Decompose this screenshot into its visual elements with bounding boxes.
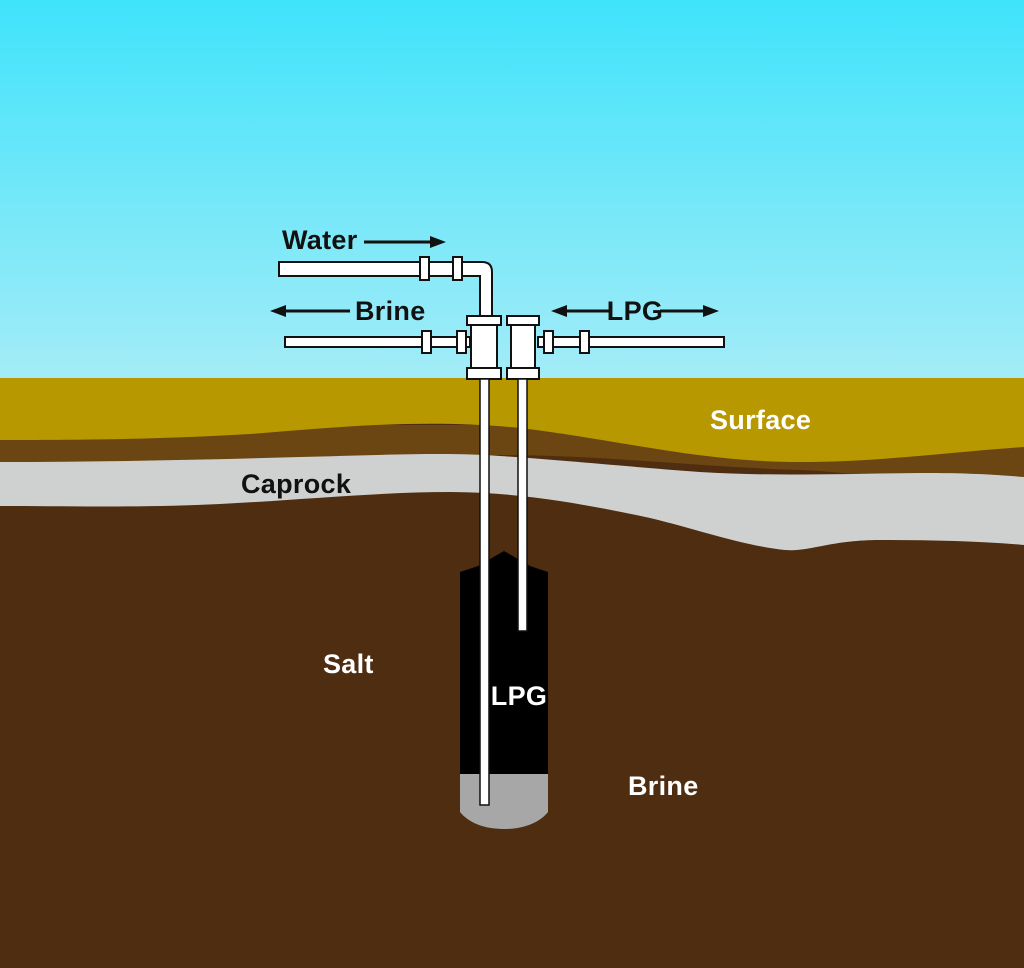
cavern-lpg [460,551,548,776]
water-flow-arrow [364,236,446,248]
label-salt: Salt [323,649,374,679]
label-surface: Surface [710,405,811,435]
lpg-flow-arrow-left [551,305,610,317]
water-pipe [278,256,493,323]
lpg-flow-arrow-right [660,305,719,317]
lpg-well-pipe [517,378,528,632]
brine-pipe-fitting [456,330,467,354]
brine-flow-arrow [270,305,350,317]
label-lpg-cavern: LPG [491,681,547,711]
cavern-brine [460,774,548,829]
lpg-pipe-fitting [543,330,554,354]
water-pipe-fitting [419,256,430,281]
lpg-pipe-fitting [579,330,590,354]
label-brine-pipe: Brine [355,296,426,326]
water-pipe-fitting [452,256,463,281]
caprock-layer [0,454,1024,551]
wellhead-right [506,315,540,380]
label-lpg-pipe: LPG [607,296,663,326]
brine-well-pipe [479,378,490,806]
wellhead-left [466,315,502,380]
label-water: Water [282,225,358,255]
lpg-pipe [537,330,725,354]
surface-layer [0,378,1024,462]
label-caprock: Caprock [241,469,352,499]
label-brine-zone: Brine [628,771,699,801]
brine-pipe-fitting [421,330,432,354]
